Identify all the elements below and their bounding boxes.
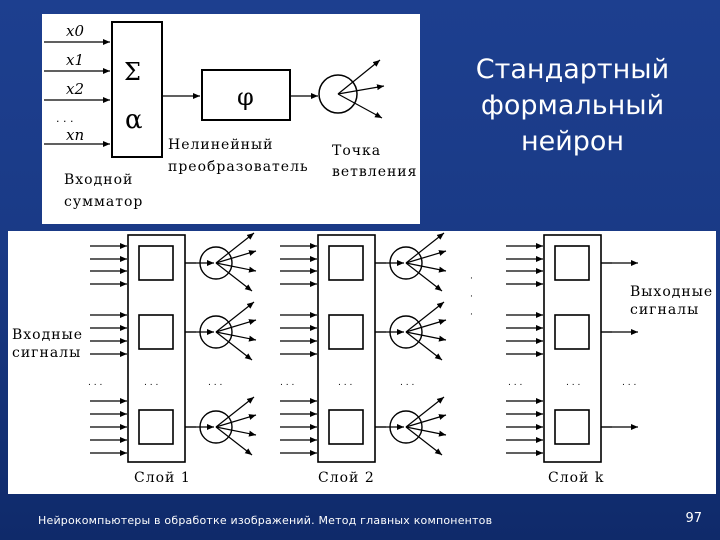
layer-2-branch-out-b-3: [405, 414, 447, 428]
dots-2: . . .: [144, 378, 158, 388]
layer-2-branch-out-b-2: [405, 319, 447, 333]
nonlinear-label-line-2: преобразователь: [168, 159, 309, 175]
layer-2-unit-1: [328, 245, 364, 281]
input-signals-label-line-2: сигналы: [12, 345, 81, 361]
layer-1-branch-out-d-1: [215, 262, 253, 292]
neuron-diagram-panel: x0 x1 x2 xn . . . Σ α φ Входной сумматор…: [42, 14, 420, 224]
neuron-diagram: x0 x1 x2 xn . . . Σ α φ Входной сумматор…: [44, 21, 417, 210]
dots-5: . . .: [338, 378, 352, 388]
layer-3-column: [543, 234, 602, 463]
input-dots: . . .: [56, 112, 73, 125]
dots-6: . . .: [400, 378, 414, 388]
dots-1: . . .: [88, 378, 102, 388]
nonlinear-label-line-1: Нелинейный: [168, 137, 273, 153]
layer-2-branch-out-d-2: [405, 331, 443, 361]
dots-3: . . .: [208, 378, 222, 388]
page-number: 97: [685, 511, 702, 526]
layer-2-branch-out-a-3: [405, 396, 445, 428]
layer-3-unit-2: [554, 314, 590, 350]
input-label-x1: x1: [66, 51, 84, 69]
layer-1-branch-out-d-3: [215, 426, 253, 456]
layer-2-branch-out-a-1: [405, 232, 445, 264]
network-diagram: Входные сигналы Выходные сигналы Слой 1 …: [12, 232, 713, 486]
layer-2-column: [317, 234, 376, 463]
layer-1-branch-out-a-3: [215, 396, 255, 428]
dots-4: . . .: [280, 378, 294, 388]
phi-symbol: φ: [237, 83, 254, 111]
layer-1-branch-out-a-2: [215, 301, 255, 333]
branch-out-1: [337, 59, 381, 95]
layer-2-unit-3: [328, 409, 364, 445]
title-line-3: нейрон: [520, 126, 625, 157]
dots-8: . . .: [566, 378, 580, 388]
nonlinear-box: [201, 69, 291, 121]
input-signals-label-line-1: Входные: [12, 327, 83, 343]
branch-point-circle: [318, 74, 358, 114]
input-label-xn: xn: [66, 126, 84, 144]
layer-label-2: Слой 2: [318, 470, 375, 486]
layer-1-column: [127, 234, 186, 463]
vdot-2: ·: [470, 292, 473, 302]
layer-1-unit-3: [138, 409, 174, 445]
title-line-2: формальный: [480, 90, 665, 121]
layer-1-branch-out-d-2: [215, 331, 253, 361]
title-line-1: Стандартный: [475, 54, 670, 85]
input-label-x2: x2: [66, 80, 84, 98]
layer-2-branch-out-c-3: [405, 426, 447, 437]
vdot-1: ·: [470, 274, 473, 284]
layer-2-branch-out-b-1: [405, 250, 447, 264]
footer-text: Нейрокомпьютеры в обработке изображений.…: [38, 514, 493, 527]
layer-1-branch-out-b-1: [215, 250, 257, 264]
branch-label-line-2: ветвления: [332, 164, 417, 180]
input-label-x0: x0: [66, 22, 84, 40]
layer-1-branch-out-c-1: [215, 262, 257, 273]
layer-1-branch-out-a-1: [215, 232, 255, 264]
adder-label-line-2: сумматор: [64, 194, 143, 210]
layer-2-branch-out-d-3: [405, 426, 443, 456]
alpha-symbol: α: [125, 105, 143, 135]
layer-2-branch-out-c-2: [405, 331, 447, 342]
output-signals-label-line-1: Выходные: [630, 284, 713, 300]
dots-7: . . .: [508, 378, 522, 388]
layer-label-k: Слой k: [548, 470, 604, 486]
dots-9: . . .: [622, 378, 636, 388]
sigma-symbol: Σ: [124, 58, 141, 86]
layer-1-unit-1: [138, 245, 174, 281]
layer-1-branch-out-b-3: [215, 414, 257, 428]
adder-box: [111, 21, 163, 158]
layer-2-unit-2: [328, 314, 364, 350]
vdot-3: ·: [470, 310, 473, 320]
layer-1-branch-out-c-2: [215, 331, 257, 342]
layer-2-branch-out-d-1: [405, 262, 443, 292]
branch-out-2: [337, 84, 385, 95]
layer-1-unit-2: [138, 314, 174, 350]
branch-out-3: [337, 93, 383, 119]
layer-2-branch-out-c-1: [405, 262, 447, 273]
layer-1-branch-out-c-3: [215, 426, 257, 437]
network-diagram-panel: Входные сигналы Выходные сигналы Слой 1 …: [8, 231, 716, 494]
layer-2-branch-out-a-2: [405, 301, 445, 333]
layer-3-unit-1: [554, 245, 590, 281]
branch-label-line-1: Точка: [332, 143, 381, 159]
layer-3-unit-3: [554, 409, 590, 445]
adder-label-line-1: Входной: [64, 172, 133, 188]
layer-1-branch-out-b-2: [215, 319, 257, 333]
layer-label-1: Слой 1: [134, 470, 191, 486]
output-signals-label-line-2: сигналы: [630, 302, 699, 318]
slide-title: Стандартный формальный нейрон: [455, 52, 690, 160]
